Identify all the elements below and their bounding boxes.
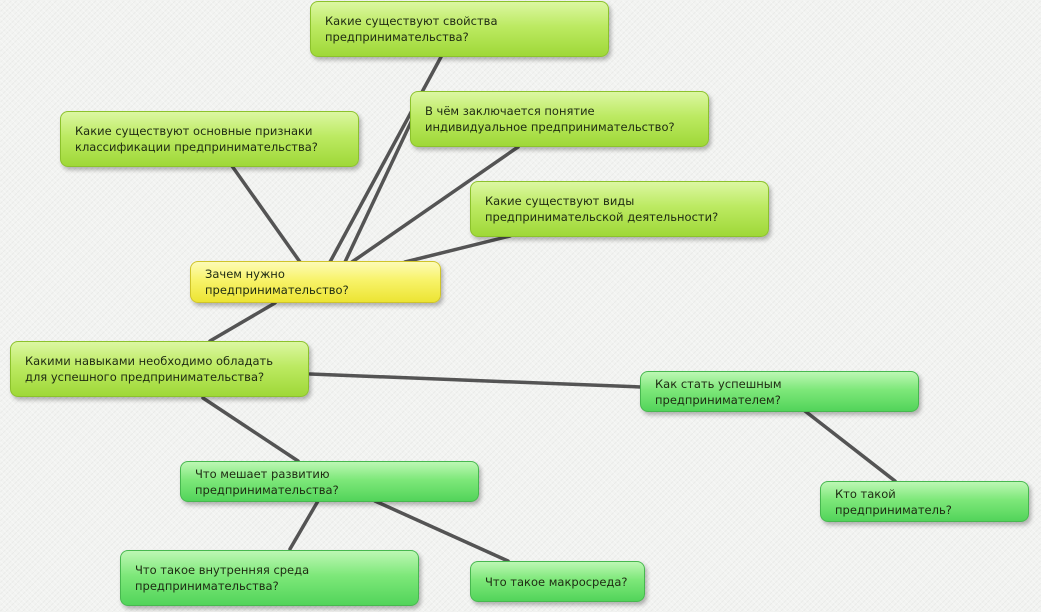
node-macro-environment[interactable]: Что такое макросреда? xyxy=(470,561,645,602)
node-types[interactable]: Какие существуют виды предпринимательско… xyxy=(470,181,769,237)
node-who-is[interactable]: Кто такой предприниматель? xyxy=(820,481,1029,522)
node-who-is-text: Кто такой предприниматель? xyxy=(835,486,952,517)
node-become-successful-text: Как стать успешным предпринимателем? xyxy=(655,376,782,407)
connector-skills-become-successful xyxy=(308,372,643,389)
node-properties-text: Какие существуют свойства предпринимател… xyxy=(325,14,498,44)
node-become-successful[interactable]: Как стать успешным предпринимателем? xyxy=(640,371,919,412)
node-properties[interactable]: Какие существуют свойства предпринимател… xyxy=(310,1,609,57)
connector-central-individual-2 xyxy=(350,145,520,264)
node-internal-environment[interactable]: Что такое внутренняя среда предпринимате… xyxy=(120,550,419,606)
node-internal-environment-text: Что такое внутренняя среда предпринимате… xyxy=(135,563,310,593)
node-central-text: Зачем нужно предпринимательство? xyxy=(205,267,349,297)
connector-central-skills xyxy=(208,301,277,343)
node-obstacles-text: Что мешает развитию предпринимательства? xyxy=(195,466,339,497)
node-macro-environment-text: Что такое макросреда? xyxy=(485,574,628,589)
node-skills[interactable]: Какими навыками необходимо обладать для … xyxy=(10,341,309,397)
connector-become-successful-who-is xyxy=(803,409,897,483)
node-types-text: Какие существуют виды предпринимательско… xyxy=(485,194,719,224)
node-obstacles[interactable]: Что мешает развитию предпринимательства? xyxy=(180,461,479,502)
node-classification[interactable]: Какие существуют основные признаки класс… xyxy=(60,111,359,167)
connector-obstacles-internal xyxy=(288,499,320,551)
connector-central-types xyxy=(403,234,512,264)
connector-obstacles-macro xyxy=(373,499,510,563)
connector-skills-obstacles xyxy=(201,396,300,463)
node-skills-text: Какими навыками необходимо обладать для … xyxy=(25,354,274,384)
node-central[interactable]: Зачем нужно предпринимательство? xyxy=(190,261,441,303)
node-individual-concept[interactable]: В чём заключается понятие индивидуальное… xyxy=(410,91,709,147)
node-classification-text: Какие существуют основные признаки класс… xyxy=(75,124,318,154)
connector-central-classification xyxy=(230,164,302,264)
connector-central-individual xyxy=(343,118,414,264)
node-individual-concept-text: В чём заключается понятие индивидуальное… xyxy=(425,104,675,134)
